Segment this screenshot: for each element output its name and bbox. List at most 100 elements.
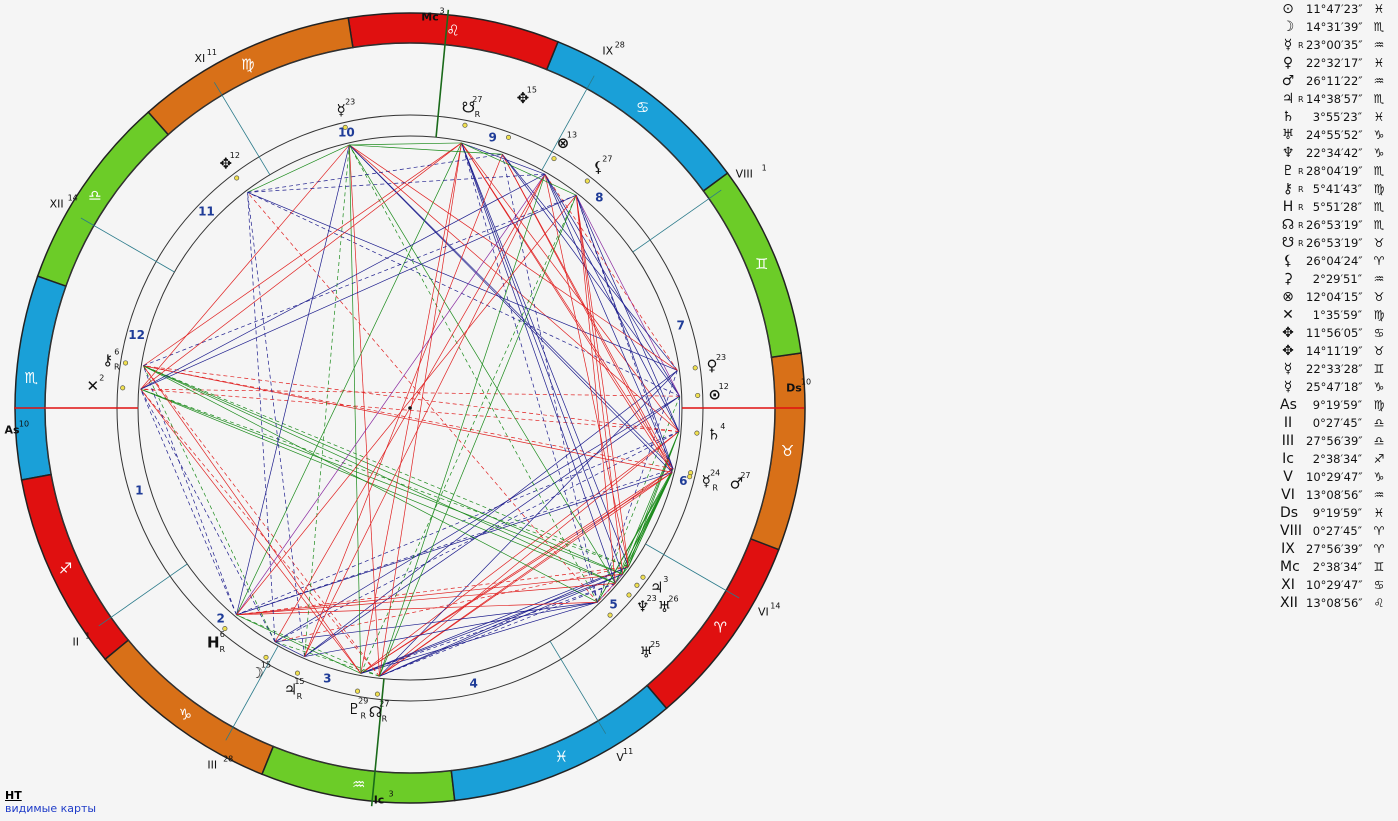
chart-center [408,406,412,410]
position-row: ⚸26°04′24″♈ [1276,252,1398,270]
aspect-line [461,142,577,196]
aspect-line [274,641,380,677]
house-cusp-line [648,189,722,241]
position-sign: ♑ [1373,380,1385,394]
planet-degree-21: 27 [602,154,612,163]
aspect-line [379,472,673,677]
aspect-line [143,365,598,603]
planet-degree-0: 12 [719,382,729,391]
dsc-label: Ds [786,382,802,395]
aspect-line [575,195,629,567]
position-row: ☽14°31′39″♏ [1276,18,1398,36]
planet-marker [695,392,701,398]
sign-glyph-cancer: ♋ [636,99,649,117]
planet-marker [634,582,640,588]
position-glyph: ☿ [1283,37,1293,53]
aspect-line [544,173,681,397]
aspect-line [143,365,616,584]
aspect-line [502,154,673,473]
visible-charts-link[interactable]: видимые карты [5,802,97,815]
chart-code[interactable]: НТ [5,789,22,802]
planet-retro-14: R [114,363,120,372]
sign-glyph-leo: ♌ [446,21,459,39]
cusp-degree-VIII: 1 [762,163,767,172]
position-sign: ♏ [1373,200,1385,214]
planet-glyph-15: ✕ [86,377,99,395]
position-sign: ♌ [1373,596,1385,610]
position-row: ⚳2°29′51″♒ [1276,270,1398,288]
position-value: 26°11′22″ [1306,74,1363,88]
position-value: 27°56′39″ [1306,434,1363,448]
position-sign: ♍ [1373,182,1385,196]
planet-glyph-11: ♃ [284,681,297,699]
planet-marker [234,175,240,181]
position-sign: ♒ [1373,74,1385,88]
position-value: 2°38′34″ [1312,560,1362,574]
position-row: ⊙11°47′23″♓ [1276,0,1398,18]
planet-degree-19: 15 [527,85,537,94]
asc-label-degree: 10 [19,420,29,429]
mc-axis-line [435,9,450,138]
aspect-line [461,142,616,584]
position-sign: ♋ [1373,578,1385,592]
aspect-line [274,431,680,643]
sign-glyph-pisces: ♓ [555,747,568,765]
position-sign: ♉ [1373,236,1385,250]
planet-glyph-17: ☿ [337,101,346,119]
position-sign: ♈ [1373,524,1385,538]
aspect-line [622,472,673,575]
planet-marker [355,688,361,694]
aspect-line [143,365,623,575]
position-glyph: ⊙ [1282,1,1294,17]
aspect-line [236,566,629,616]
position-glyph: XII [1280,595,1298,611]
house-cusp-line [80,217,158,263]
aspect-line [544,174,674,469]
aspect-line [379,142,462,677]
aspect-lines [140,142,681,677]
planet-degree-10: 29 [358,696,368,705]
house-cusp-line [560,658,607,734]
house-number-6: 6 [679,474,687,488]
planet-degree-6: 26 [668,594,678,603]
position-value: 5°51′28″ [1312,200,1362,214]
asc-label: As [4,424,20,437]
position-value: 26°53′19″ [1306,236,1363,250]
position-row: ⊗12°04′15″♉ [1276,288,1398,306]
aspect-line [247,192,678,371]
planet-marker [551,156,557,162]
position-value: 22°33′28″ [1306,362,1363,376]
planet-glyph-1: ♄ [707,426,720,444]
position-value: 23°00′35″ [1306,38,1363,52]
sign-glyph-libra: ♎ [88,187,101,205]
position-row: ♆22°34′42″♑ [1276,144,1398,162]
house-cusp-line [268,645,279,664]
aspect-line [143,365,629,568]
position-glyph: ♇ [1281,163,1295,179]
aspect-line [140,194,577,390]
planet-glyph-7: ♆ [636,598,649,616]
position-sign: ♊ [1373,362,1385,376]
position-value: 28°04′19″ [1306,164,1363,178]
planet-retro-4: R [712,483,718,492]
position-glyph: As [1280,397,1297,413]
planet-degree-2: 23 [716,353,726,362]
position-sign: ♈ [1373,254,1385,268]
aspect-line [575,195,624,575]
position-value: 26°04′24″ [1306,254,1363,268]
position-glyph: H [1282,199,1294,215]
position-sign: ♐ [1373,452,1385,466]
position-glyph: ⚷ [1282,181,1294,197]
footer: НТ видимые карты [5,789,96,815]
cusp-label-II: II [73,636,80,649]
planet-degree-9: 27 [379,700,389,709]
planet-degree-18: 27 [472,95,482,104]
planet-degree-17: 23 [345,97,355,106]
mc-label-degree: 3 [439,7,444,16]
position-glyph: ☊ [1281,217,1295,233]
aspect-line [236,144,350,615]
sign-glyph-capricorn: ♑ [179,705,192,723]
